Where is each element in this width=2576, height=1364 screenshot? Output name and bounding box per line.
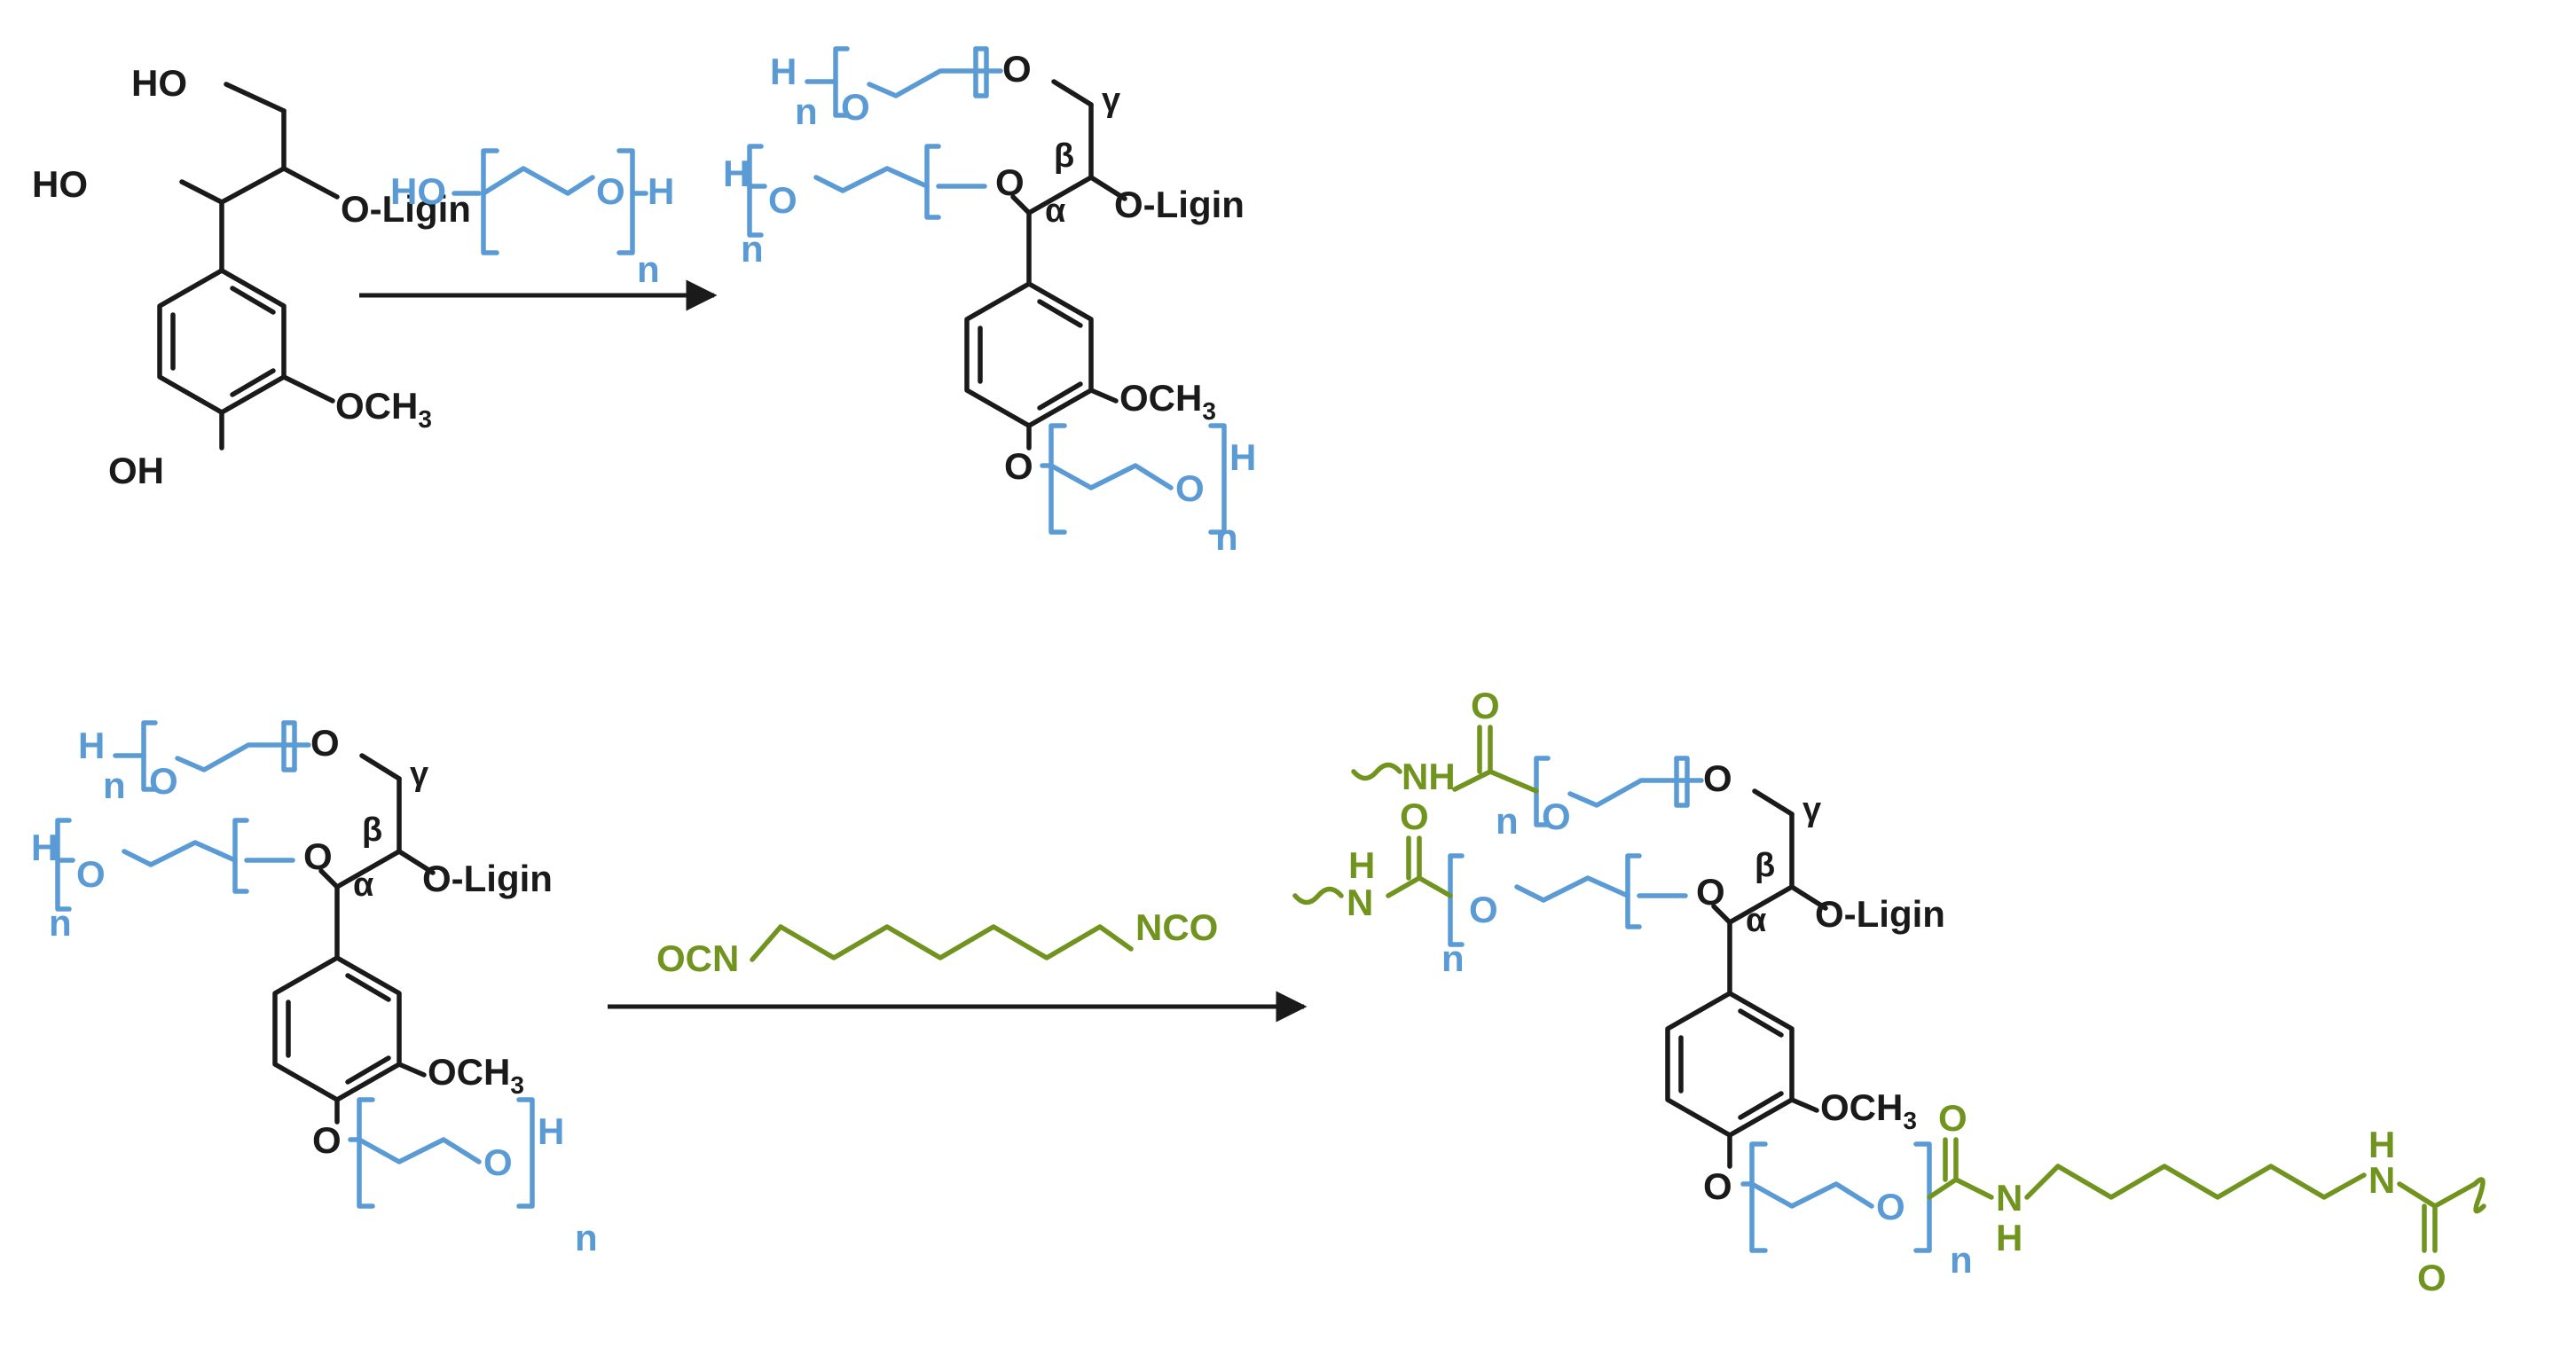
label-n: N [1996, 1177, 2022, 1219]
label-beta: β [362, 811, 382, 849]
label-methoxy: OCH3 [428, 1051, 524, 1099]
label-o-gamma: O [1002, 48, 1032, 90]
label-alpha: α [353, 866, 373, 904]
label-h-peg-phenol: H [538, 1110, 564, 1152]
label-alpha: α [1045, 192, 1065, 230]
label-o-peg-gamma: O [149, 760, 178, 802]
label-o-phenol: O [1004, 445, 1033, 487]
label-n: N [2368, 1159, 2395, 1201]
peg-reagent: HO O H n [390, 148, 674, 290]
label-beta: β [1755, 847, 1775, 884]
label-o-alpha: O [303, 835, 333, 877]
label-ho-alpha: HO [32, 163, 88, 205]
label-n-peg-alpha: n [741, 228, 764, 270]
label-ho-gamma: HO [131, 62, 187, 104]
label-o-ligin: O-Ligin [341, 188, 471, 230]
label-ocn: OCN [656, 937, 739, 979]
label-o-ligin: O-Ligin [422, 858, 553, 899]
label-n-peg-phenol: n [1950, 1239, 1973, 1281]
label-h: H [1996, 1217, 2022, 1258]
label-o-gamma: O [1703, 757, 1732, 799]
label-o-carbonyl: O [1471, 685, 1500, 726]
label-o-phenol: O [312, 1119, 342, 1161]
label-o-alpha: O [1696, 871, 1725, 913]
label-h: H [2368, 1124, 2395, 1165]
label-peg-n: n [637, 248, 660, 290]
label-nh: NH [1402, 756, 1456, 797]
label-o-alpha: O [995, 161, 1025, 203]
label-beta: β [1054, 137, 1074, 175]
label-n-peg-phenol: n [1215, 516, 1238, 558]
label-o-peg-alpha: O [768, 179, 797, 221]
label-n-peg-gamma: n [795, 90, 818, 132]
label-nco: NCO [1135, 906, 1218, 948]
label-o-peg-phenol: O [1876, 1186, 1905, 1227]
peg-grafted-lignin-bottom: α β γ O-Ligin OCH3 O O O O H n O H n O H… [31, 720, 598, 1258]
label-h: H [1348, 844, 1375, 886]
label-o-peg-gamma: O [841, 86, 870, 128]
label-alpha: α [1746, 902, 1766, 939]
label-n: N [1347, 882, 1373, 923]
label-h-peg-phenol: H [1229, 436, 1256, 478]
label-o-carbonyl: O [1400, 796, 1429, 837]
label-peg-h: H [648, 170, 674, 212]
label-o-peg-phenol: O [483, 1141, 513, 1183]
label-methoxy: OCH3 [335, 385, 432, 433]
label-o-gamma: O [310, 722, 340, 764]
label-peg-ho: HO [390, 170, 446, 212]
label-h-peg-alpha: H [723, 153, 750, 194]
label-peg-o: O [596, 170, 625, 212]
label-o-peg-alpha: O [76, 853, 106, 895]
label-o-peg-gamma: O [1542, 796, 1571, 837]
label-n-peg-alpha: n [49, 902, 72, 944]
label-gamma: γ [1802, 791, 1821, 828]
label-o-ligin: O-Ligin [1815, 893, 1945, 935]
label-oh-para: OH [108, 450, 164, 491]
polyurethane-network: α β γ O-Ligin OCH3 O O O O n O NH O n O … [1292, 685, 2486, 1298]
label-o-phenol: O [1703, 1165, 1732, 1207]
label-o-peg-alpha: O [1469, 889, 1498, 930]
label-n-peg-alpha: n [1441, 937, 1465, 979]
label-methoxy: OCH3 [1119, 377, 1216, 425]
lignin-model-compound: HO HO O-Ligin OCH3 OH [32, 62, 471, 491]
label-o-carbonyl: O [1938, 1097, 1967, 1139]
label-o-carbonyl: O [2417, 1257, 2446, 1298]
label-n-peg-gamma: n [103, 764, 126, 806]
label-o-ligin: O-Ligin [1114, 184, 1245, 225]
label-h-peg-gamma: H [78, 725, 105, 766]
peg-grafted-lignin-top: α β γ O-Ligin OCH3 O O O O H n O H n O H… [723, 46, 1256, 558]
label-o-peg-phenol: O [1175, 467, 1205, 509]
label-methoxy: OCH3 [1820, 1086, 1917, 1134]
label-h-peg-gamma: H [770, 51, 797, 92]
label-n-peg-gamma: n [1496, 800, 1519, 842]
label-h-peg-alpha: H [31, 827, 58, 868]
label-gamma: γ [1102, 82, 1120, 119]
hdi-reagent: OCN NCO [656, 906, 1218, 979]
label-gamma: γ [410, 756, 428, 793]
label-n-peg-phenol: n [575, 1217, 598, 1258]
